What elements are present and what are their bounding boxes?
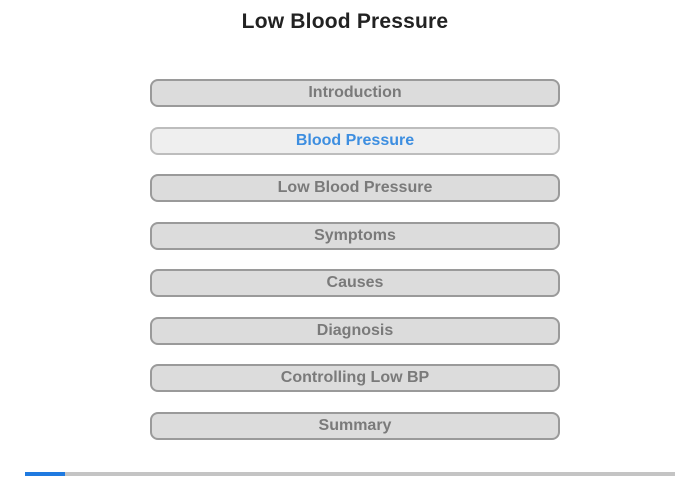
- menu-item-diagnosis[interactable]: Diagnosis: [150, 316, 560, 345]
- menu-item-blood-pressure[interactable]: Blood Pressure: [150, 126, 560, 155]
- menu-item-summary[interactable]: Summary: [150, 411, 560, 440]
- progress-bar-fill: [25, 472, 66, 476]
- menu-item-introduction[interactable]: Introduction: [150, 79, 560, 107]
- menu-item-causes[interactable]: Causes: [150, 269, 560, 297]
- page-title: Low Blood Pressure: [241, 10, 449, 33]
- menu-item-low-blood-pressure[interactable]: Low Blood Pressure: [150, 174, 560, 202]
- chapter-menu: Introduction Blood Pressure Low Blood Pr…: [150, 79, 560, 459]
- menu-item-symptoms[interactable]: Symptoms: [150, 221, 560, 250]
- progress-bar: [25, 472, 675, 476]
- menu-item-controlling-low-bp[interactable]: Controlling Low BP: [150, 364, 560, 392]
